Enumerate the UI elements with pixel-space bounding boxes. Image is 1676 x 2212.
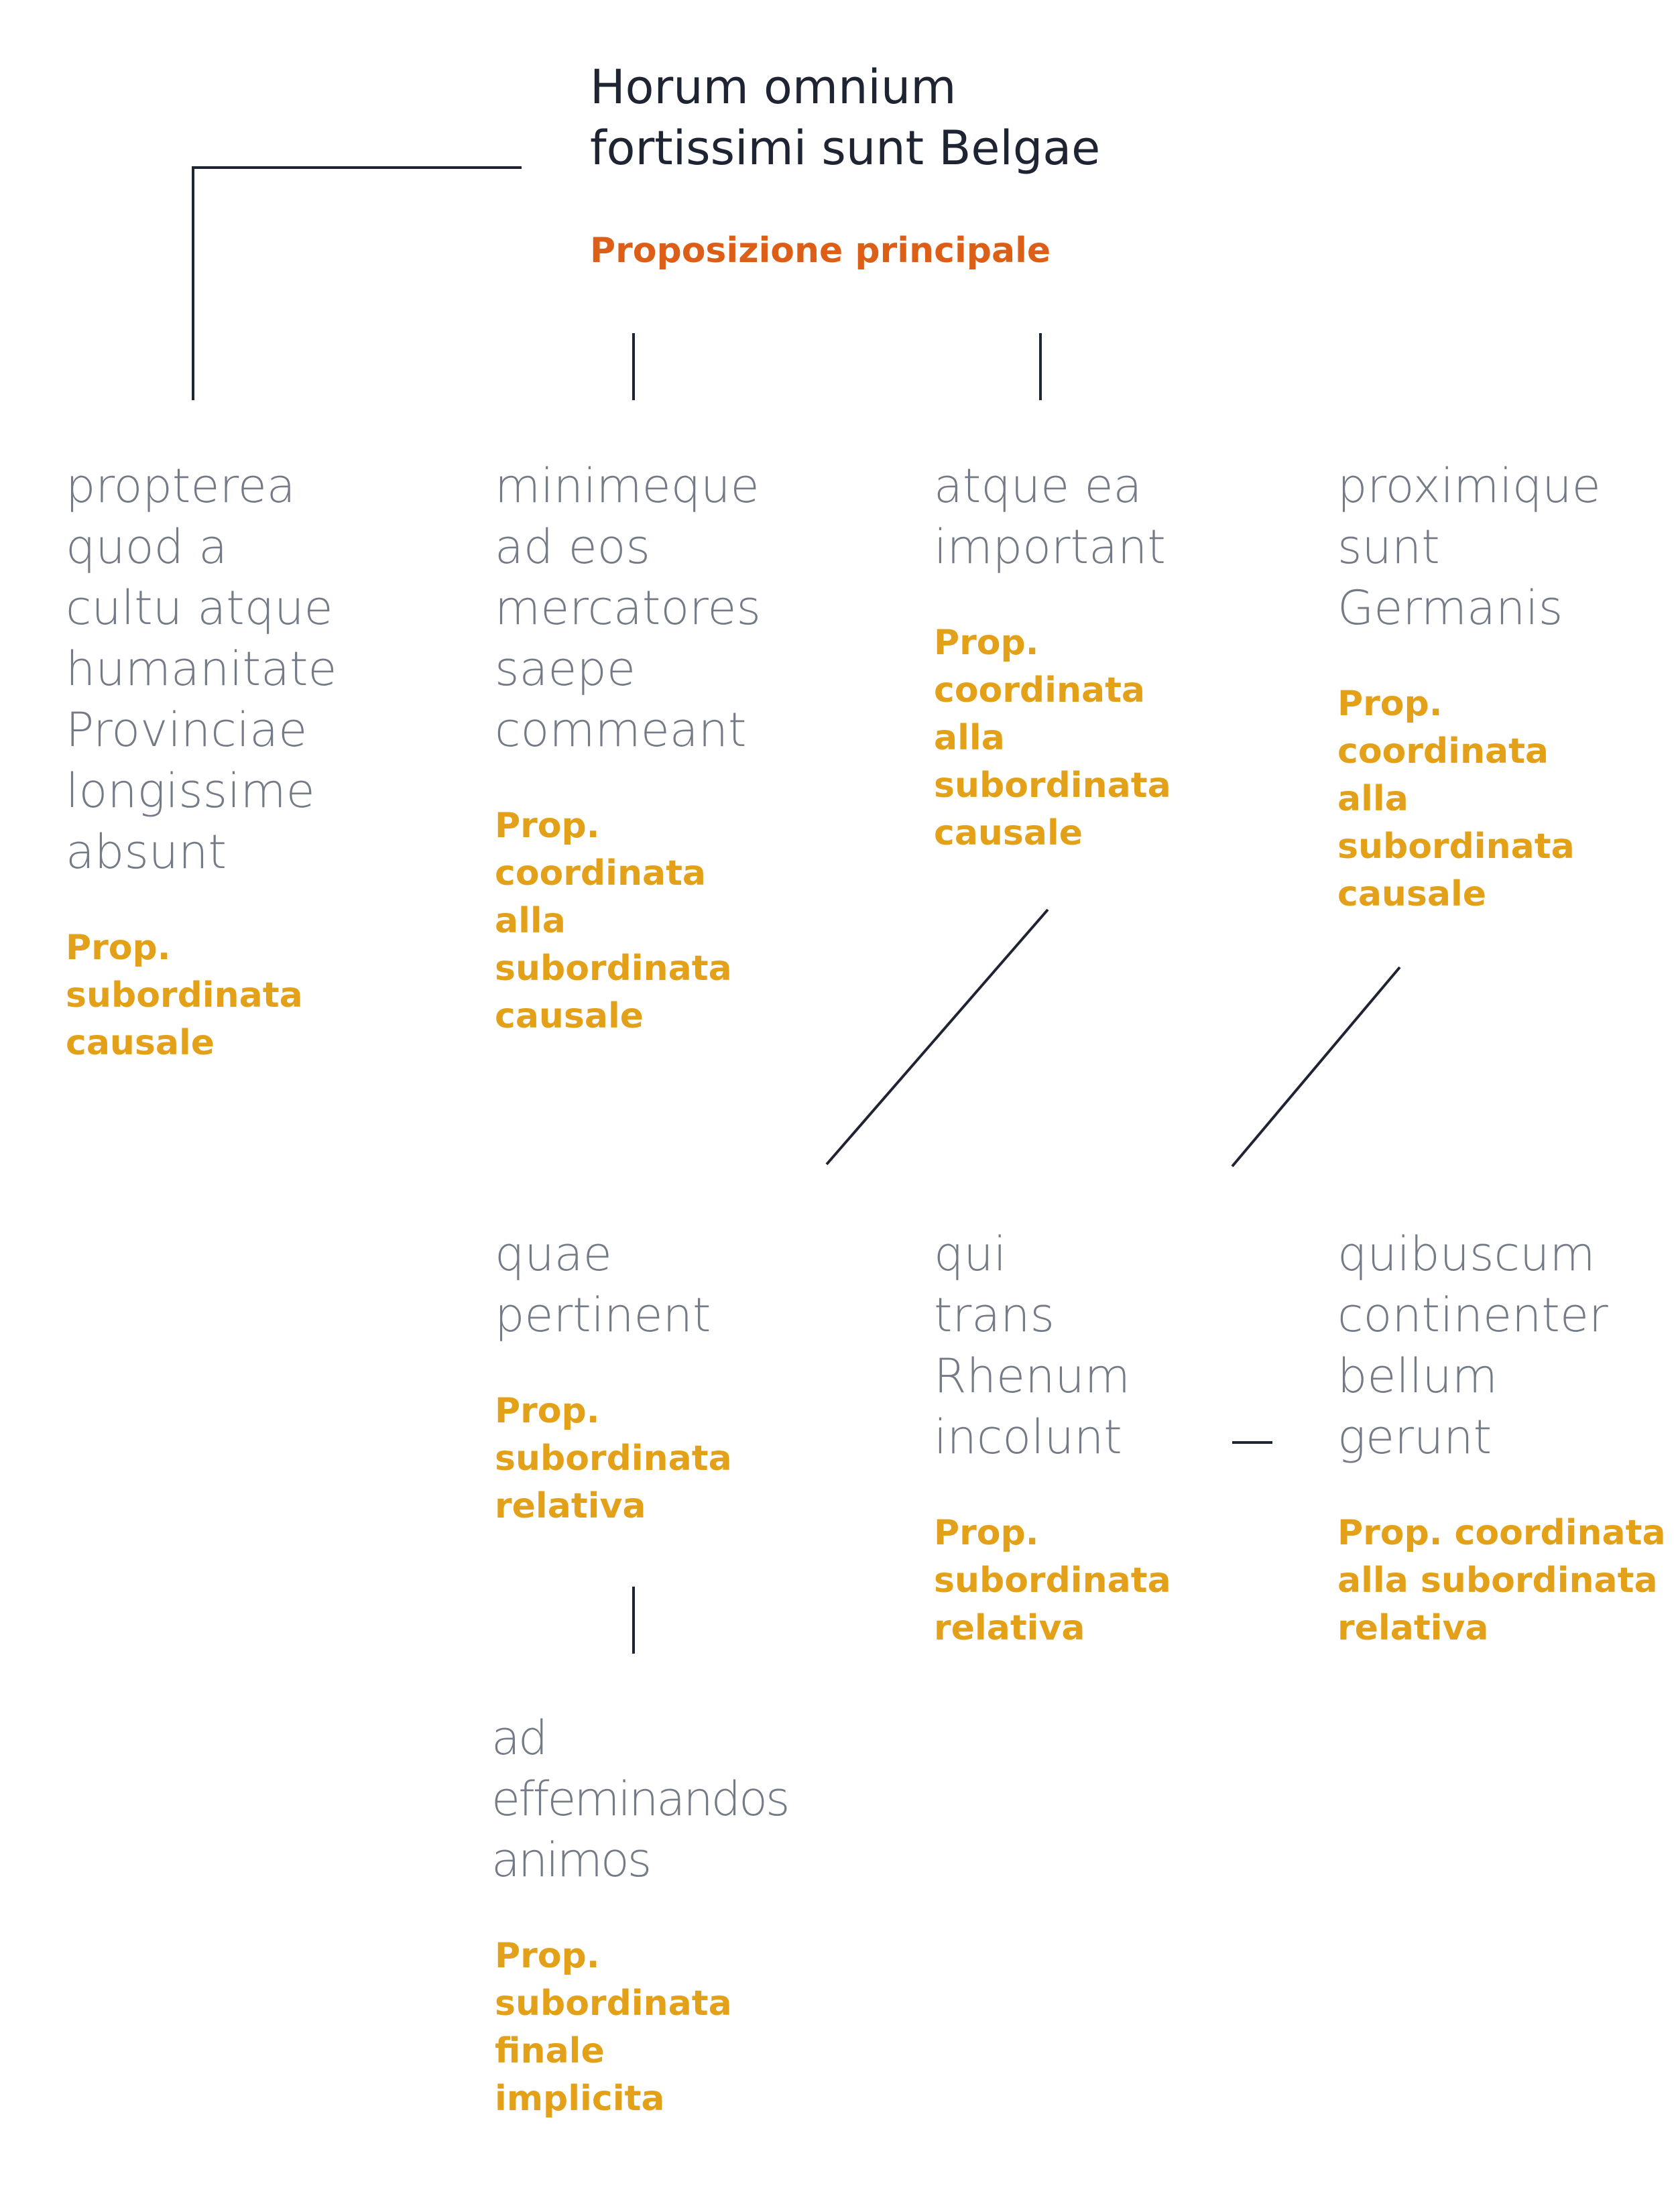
main-clause-label: Proposizione principale [590,227,1100,275]
clause-line: ad [491,1711,548,1766]
clause-node-quibuscum: quibuscum continenter bellum gerunt Prop… [1337,1224,1666,1652]
main-clause-line: fortissimi sunt Belgae [590,121,1101,176]
clause-line: qui [934,1227,1007,1282]
clause-line: quae [495,1227,612,1282]
clause-label-line: finale [495,2031,605,2071]
connector-main-to-propterea [192,166,522,400]
clause-text-minimeque: minimeque ad eos mercatores saepe commea… [495,456,761,761]
clause-label-line: Prop. [934,623,1039,663]
clause-label-line: Prop. [934,1513,1039,1553]
clause-node-atque: atque ea important Prop. coordinata alla… [934,456,1171,857]
clause-node-qui: qui trans Rhenum incolunt Prop. subordin… [934,1224,1171,1652]
clause-label-quibuscum: Prop. coordinata alla subordinata relati… [1337,1510,1666,1652]
clause-node-minimeque: minimeque ad eos mercatores saepe commea… [495,456,761,1040]
clause-label-qui: Prop. subordinata relativa [934,1510,1171,1652]
clause-line: continenter [1337,1288,1608,1343]
clause-label-line: implicita [495,2079,665,2119]
clause-label-proximique: Prop. coordinata alla subordinata causal… [1337,680,1601,918]
clause-label-line: Prop. coordinata [1337,1513,1666,1553]
clause-text-ad-effeminandos: ad effeminandos animos [491,1708,790,1891]
clause-label-line: causale [495,996,644,1036]
clause-text-qui: qui trans Rhenum incolunt [934,1224,1171,1468]
clause-label-line: Prop. [495,1391,600,1431]
clause-node-proximique: proximique sunt Germanis Prop. coordinat… [1337,456,1601,918]
clause-line: longissime [66,763,315,818]
clause-label-line: alla [1337,779,1409,819]
clause-label-atque: Prop. coordinata alla subordinata causal… [934,619,1171,857]
clause-line: pertinent [495,1288,711,1343]
clause-label-line: alla [495,901,566,941]
clause-label-line: subordinata [495,1983,732,2024]
clause-line: absunt [66,824,227,879]
clause-line: trans [934,1288,1055,1343]
clause-node-propterea: propterea quod a cultu atque humanitate … [66,456,337,1067]
clause-line: mercatores [495,580,761,635]
clause-label-line: Prop. [66,928,171,968]
clause-label-line: causale [934,813,1083,853]
clause-label-line: relativa [1337,1608,1489,1648]
clause-line: Provinciae [66,702,308,757]
clause-text-quae: quae pertinent [495,1224,732,1346]
clause-line: proximique [1337,458,1601,513]
clause-label-line: subordinata [495,948,732,989]
clause-node-quae: quae pertinent Prop. subordinata relativ… [495,1224,732,1530]
clause-label-line: causale [1337,874,1487,914]
clause-line: commeant [495,702,747,757]
clause-line: atque ea [934,458,1142,513]
clause-label-line: subordinata [66,975,303,1016]
clause-label-line: causale [66,1023,215,1063]
clause-label-line: coordinata [495,853,707,894]
clause-label-line: Prop. [495,806,600,846]
clause-label-propterea: Prop. subordinata causale [66,924,337,1067]
clause-line: saepe [495,641,636,696]
connector-proximique-to-qui [1231,966,1401,1168]
clause-text-atque: atque ea important [934,456,1171,578]
clause-line: quibuscum [1337,1227,1596,1282]
main-clause-label-line: Proposizione principale [590,231,1051,271]
clause-line: Rhenum [934,1349,1130,1404]
clause-line: Germanis [1337,580,1563,635]
clause-line: animos [491,1833,652,1888]
main-clause-text: Horum omnium fortissimi sunt Belgae [590,57,1100,179]
clause-label-line: coordinata [934,670,1146,711]
clause-label-line: Prop. [495,1936,600,1976]
clause-label-line: coordinata [1337,731,1549,772]
clause-line: incolunt [934,1410,1122,1465]
clause-label-line: relativa [495,1486,646,1526]
clause-text-quibuscum: quibuscum continenter bellum gerunt [1337,1224,1666,1468]
clause-label-line: relativa [934,1608,1085,1648]
clause-line: sunt [1337,519,1440,574]
clause-label-quae: Prop. subordinata relativa [495,1388,732,1530]
clause-line: important [934,519,1166,574]
clause-label-line: alla [934,718,1005,758]
clause-node-ad-effeminandos: ad effeminandos animos Prop. subordinata… [491,1708,790,2123]
clause-line: propterea [66,458,296,513]
clause-label-line: subordinata [1337,826,1575,867]
clause-line: effeminandos [491,1772,790,1827]
connector-atque-to-quae [825,908,1049,1166]
clause-line: bellum [1337,1349,1498,1404]
clause-label-minimeque: Prop. coordinata alla subordinata causal… [495,802,761,1040]
main-clause-line: Horum omnium [590,60,957,115]
main-clause-node: Horum omnium fortissimi sunt Belgae Prop… [590,57,1100,275]
clause-line: humanitate [66,641,337,696]
clause-label-line: subordinata [495,1438,732,1479]
clause-text-propterea: propterea quod a cultu atque humanitate … [66,456,337,883]
clause-line: gerunt [1337,1410,1492,1465]
clause-label-line: subordinata [934,765,1171,806]
clause-text-proximique: proximique sunt Germanis [1337,456,1601,639]
clause-line: cultu atque [66,580,333,635]
clause-line: ad eos [495,519,650,574]
clause-line: quod a [66,519,228,574]
clause-line: minimeque [495,458,760,513]
clause-label-ad-effeminandos: Prop. subordinata finale implicita [495,1932,788,2123]
clause-label-line: subordinata [934,1560,1171,1601]
clause-label-line: Prop. [1337,684,1443,724]
clause-label-line: alla subordinata [1337,1560,1658,1601]
